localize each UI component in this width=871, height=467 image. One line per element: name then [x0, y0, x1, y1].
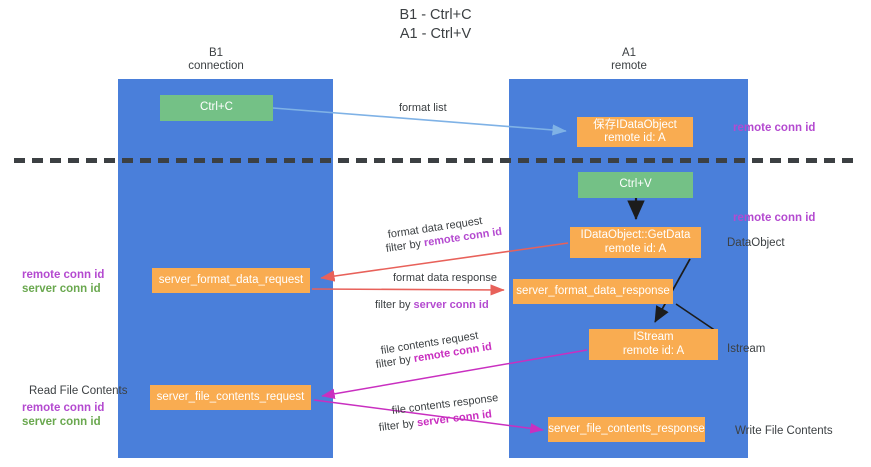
- connector-format-data-response: [311, 284, 505, 296]
- box-ctrl-c[interactable]: Ctrl+C: [160, 95, 273, 121]
- annotation-istream: Istream: [727, 343, 766, 355]
- filter-prefix: filter by: [375, 299, 414, 311]
- annotation-server-conn-id: server conn id: [22, 416, 101, 428]
- phase-divider: [14, 158, 859, 163]
- annotation-conn-ids-format: remote conn id server conn id: [22, 268, 104, 296]
- annotation-write-file-contents: Write File Contents: [735, 425, 833, 437]
- box-save-idataobject[interactable]: 保存IDataObject remote id: A: [577, 117, 693, 147]
- annotation-dataobject: DataObject: [727, 237, 785, 249]
- label-format-data-response-filter: filter by server conn id: [375, 298, 489, 312]
- annotation-remote-conn-id: remote conn id: [22, 269, 105, 281]
- annotation-server-conn-id: server conn id: [22, 283, 101, 295]
- box-ctrl-v[interactable]: Ctrl+V: [578, 172, 693, 198]
- box-idataobject-getdata[interactable]: IDataObject::GetData remote id: A: [570, 227, 701, 258]
- column-header-a1: A1 remote: [611, 47, 647, 72]
- annotation-remote-conn-id-mid: remote conn id: [733, 212, 816, 224]
- page-title: B1 - Ctrl+C A1 - Ctrl+V: [399, 7, 472, 42]
- annotation-read-file-contents: Read File Contents: [29, 385, 128, 397]
- filter-prefix: filter by: [378, 417, 418, 434]
- label-format-list: format list: [399, 102, 447, 114]
- box-server-file-contents-request[interactable]: server_file_contents_request: [150, 385, 311, 410]
- annotation-conn-ids-file: remote conn id server conn id: [22, 401, 104, 429]
- box-server-format-data-request[interactable]: server_format_data_request: [152, 268, 310, 293]
- annotation-remote-conn-id: remote conn id: [22, 402, 105, 414]
- annotation-remote-conn-id-top: remote conn id: [733, 122, 816, 134]
- box-server-file-contents-response[interactable]: server_file_contents_response: [548, 417, 705, 442]
- column-header-b1: B1 connection: [188, 47, 244, 72]
- box-istream[interactable]: IStream remote id: A: [589, 329, 718, 360]
- box-server-format-data-response[interactable]: server_format_data_response: [513, 279, 673, 304]
- filter-value-server-conn-id: server conn id: [413, 299, 489, 311]
- label-format-data-response: format data response: [393, 272, 497, 284]
